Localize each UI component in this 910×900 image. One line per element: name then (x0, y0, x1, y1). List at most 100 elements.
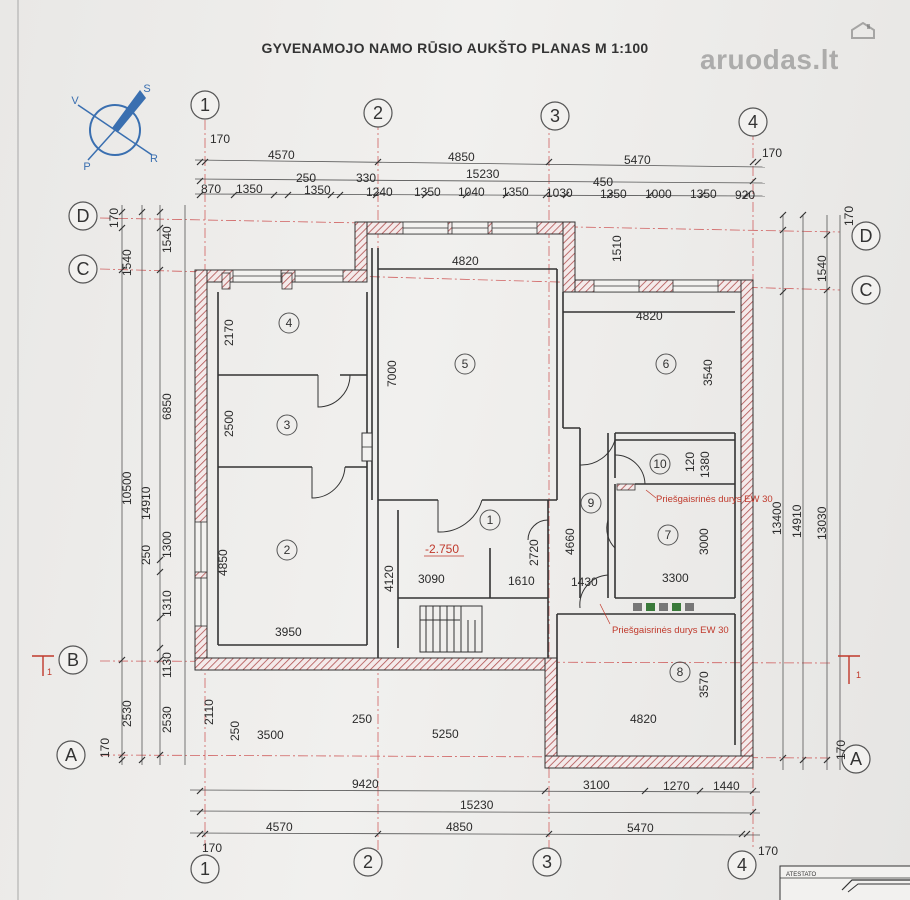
level-mark: -2.750 (425, 542, 459, 556)
dim-4820-room6: 4820 (636, 309, 663, 323)
dim-bottom-3100: 3100 (583, 778, 610, 792)
dim-bottom-edge-left: 170 (202, 841, 222, 855)
dimension-tick (138, 208, 146, 216)
axis-label-b-left: B (67, 650, 79, 670)
dimension-tick (779, 754, 787, 762)
dim-top-total: 15230 (466, 167, 500, 181)
dimension-tick (118, 208, 126, 216)
stamp-box: ATESTATO (779, 865, 910, 900)
dimension-tick (156, 266, 164, 274)
dim-1380: 1380 (698, 451, 712, 478)
dim-4660: 4660 (563, 528, 577, 555)
dim-top-i: 1350 (502, 185, 529, 199)
dim-top-l: 1350 (600, 187, 627, 201)
axis-label-2-top: 2 (373, 103, 383, 123)
dim-left-c3-1300: 1300 (160, 531, 174, 558)
dimension-tick (270, 191, 278, 199)
dim-top-k: 450 (593, 175, 613, 189)
axis-label-4-bottom: 4 (737, 855, 747, 875)
axis-label-a-right: A (850, 749, 862, 769)
dim-top-j: 1030 (546, 186, 573, 200)
dim-3950: 3950 (275, 625, 302, 639)
axis-label-3-bottom: 3 (542, 852, 552, 872)
dimension-tick (156, 656, 164, 664)
dimension-tick (374, 158, 382, 166)
compass-letter-v: V (71, 95, 79, 107)
dimension-tick (823, 231, 831, 239)
dimension-tick (779, 288, 787, 296)
dim-250a: 250 (228, 721, 242, 741)
watermark-text: aruodas.lt (700, 44, 839, 75)
dimension-tick (196, 830, 204, 838)
dimension-tick (545, 830, 553, 838)
dim-left-edge-170: 170 (107, 208, 121, 228)
dim-top-m: 1000 (645, 187, 672, 201)
dimension-tick (374, 830, 382, 838)
dim-7000: 7000 (385, 360, 399, 387)
dim-3090: 3090 (418, 572, 445, 586)
dimension-tick (542, 191, 550, 199)
dim-top-n: 1350 (690, 187, 717, 201)
dim-bottom-4570: 4570 (266, 820, 293, 834)
stamp-label: ATESTATO (786, 872, 817, 878)
dim-left-c3-6850: 6850 (160, 393, 174, 420)
compass-letter-r: R (150, 153, 158, 165)
dimension-tick (196, 191, 204, 199)
compass-icon: V S R P (71, 83, 158, 173)
dimension-tick (201, 158, 209, 166)
axis-label-d-left: D (77, 206, 90, 226)
dimension-tick (421, 191, 429, 199)
dim-left-c3-1310: 1310 (160, 590, 174, 617)
dimension-tick (118, 266, 126, 274)
room-number-1: 1 (487, 513, 494, 527)
dimension-tick (230, 191, 238, 199)
axis-bubbles (56, 90, 881, 884)
dim-left-c3-2530: 2530 (160, 706, 174, 733)
dimension-tick (779, 211, 787, 219)
dim-top-f: 1240 (366, 185, 393, 199)
dim-top-edge-right: 170 (762, 146, 782, 160)
dim-top-4850: 4850 (448, 150, 475, 164)
dimension-tick (743, 191, 751, 199)
dimension-tick (545, 158, 553, 166)
dimension-tick (336, 191, 344, 199)
dim-1510: 1510 (610, 235, 624, 262)
dim-top-d: 1350 (304, 183, 331, 197)
dim-250b: 250 (352, 712, 372, 726)
dim-right-1540: 1540 (815, 255, 829, 282)
dim-2170: 2170 (222, 319, 236, 346)
dimension-tick (118, 751, 126, 759)
axis-label-c-right: C (860, 280, 873, 300)
dim-4820-top: 4820 (452, 254, 479, 268)
dim-right-14910: 14910 (790, 504, 804, 538)
dimension-tick (562, 191, 570, 199)
dimension-tick (156, 208, 164, 216)
dimension-tick (799, 756, 807, 764)
compass-letter-s: S (143, 83, 150, 95)
axis-label-2-bottom: 2 (363, 852, 373, 872)
dim-left-c3-1540: 1540 (160, 226, 174, 253)
room-markers (276, 312, 691, 683)
dim-bottom-total: 15230 (460, 798, 494, 812)
room-number-9: 9 (588, 496, 595, 510)
dimension-tick (738, 830, 746, 838)
dim-top-h: 1040 (458, 185, 485, 199)
dimension-tick (156, 556, 164, 564)
axis-label-4-top: 4 (748, 112, 758, 132)
dimension-tick (749, 808, 757, 816)
watermark-house-icon (851, 22, 875, 39)
dimension-tick (823, 756, 831, 764)
dim-1610: 1610 (508, 574, 535, 588)
dimension-tick (156, 644, 164, 652)
dimension-tick (372, 191, 380, 199)
windows (194, 221, 719, 627)
dim-left-edge-bottom: 170 (98, 738, 112, 758)
axis-label-a-left: A (65, 745, 77, 765)
dimension-tick (156, 614, 164, 622)
axis-label-1-top: 1 (200, 95, 210, 115)
axis-label-c-left: C (77, 259, 90, 279)
dimension-tick (799, 211, 807, 219)
section-mark-left (32, 655, 54, 676)
axis-label-1-bottom: 1 (200, 859, 210, 879)
room-number-7: 7 (665, 528, 672, 542)
